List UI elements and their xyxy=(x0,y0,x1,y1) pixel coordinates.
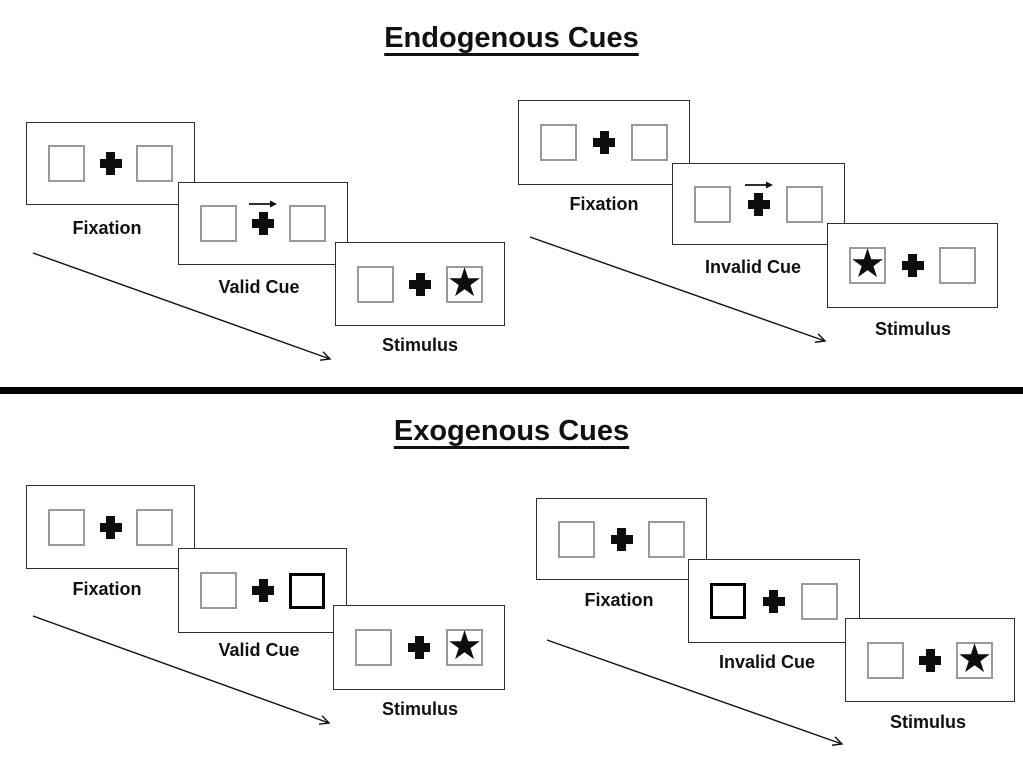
fixation-cross-icon xyxy=(919,648,941,672)
endogenous-valid-cue-screen xyxy=(178,182,348,265)
right-placeholder-box xyxy=(136,508,173,546)
fixation-cross-icon xyxy=(610,527,633,551)
screen-label: Fixation xyxy=(569,194,639,214)
right-placeholder-box xyxy=(648,520,685,558)
fixation-cross-icon xyxy=(99,152,122,175)
exogenous-invalid-stimulus-screen: ★ xyxy=(845,618,1015,702)
exogenous-title-text: Exogenous Cues xyxy=(393,415,630,447)
right-placeholder-box xyxy=(786,185,823,223)
screen-label: Fixation xyxy=(584,590,654,610)
fixation-cross-icon xyxy=(252,579,274,602)
right-placeholder-box: ★ xyxy=(446,259,483,306)
right-arrow-cue-icon xyxy=(249,200,277,208)
right-placeholder-box xyxy=(801,582,838,620)
stimulus-star-icon: ★ xyxy=(956,635,993,682)
screen-label: Fixation xyxy=(72,218,142,238)
right-placeholder-box: ★ xyxy=(446,623,483,669)
left-placeholder-box xyxy=(357,265,394,303)
timeline-arrow-endogenous-valid xyxy=(32,252,330,359)
left-placeholder-box xyxy=(200,205,237,242)
endogenous-invalid-stimulus-screen: ★ xyxy=(827,223,998,308)
left-placeholder-box xyxy=(558,520,595,558)
right-arrow-cue-icon xyxy=(744,181,773,188)
left-placeholder-box xyxy=(48,145,85,182)
left-placeholder-box xyxy=(200,572,237,609)
fixation-cross-icon xyxy=(409,272,431,296)
left-placeholder-box xyxy=(48,508,85,546)
screen-label: Valid Cue xyxy=(218,277,300,297)
fixation-cross-icon xyxy=(249,200,277,235)
endogenous-invalid-cue-screen xyxy=(672,163,845,245)
exogenous-valid-stimulus-screen: ★ xyxy=(333,605,505,690)
right-placeholder-box: ★ xyxy=(956,635,993,682)
screen-label: Stimulus xyxy=(381,335,459,355)
endogenous-invalid-fixation-screen xyxy=(518,100,690,185)
screen-label: Stimulus xyxy=(889,712,967,732)
fixation-cross-icon xyxy=(99,515,122,539)
screen-label: Valid Cue xyxy=(218,640,300,660)
endogenous-title-text: Endogenous Cues xyxy=(384,22,639,54)
screen-label: Fixation xyxy=(72,579,142,599)
right-placeholder-box xyxy=(136,145,173,182)
exogenous-invalid-fixation-screen xyxy=(536,498,707,580)
left-placeholder-box xyxy=(867,641,904,679)
stimulus-star-icon: ★ xyxy=(446,259,483,306)
endogenous-section-title: Endogenous Cues xyxy=(0,22,1023,55)
exogenous-valid-fixation-screen xyxy=(26,485,195,569)
endogenous-valid-fixation-screen xyxy=(26,122,195,205)
screen-label: Invalid Cue xyxy=(704,257,802,277)
stimulus-star-icon: ★ xyxy=(446,623,483,669)
right-placeholder-box xyxy=(939,247,976,284)
right-placeholder-box xyxy=(631,124,668,161)
fixation-cross-icon xyxy=(744,181,773,216)
timeline-arrow-endogenous-invalid xyxy=(529,236,825,341)
left-highlighted-cue-box xyxy=(710,583,746,619)
fixation-cross-icon xyxy=(762,589,785,613)
left-placeholder-box xyxy=(355,629,392,666)
endogenous-valid-stimulus-screen: ★ xyxy=(335,242,505,326)
exogenous-section-title: Exogenous Cues xyxy=(0,415,1023,448)
fixation-cross-icon xyxy=(901,254,924,277)
left-placeholder-box xyxy=(540,124,577,161)
fixation-cross-icon xyxy=(408,636,430,659)
exogenous-invalid-cue-screen xyxy=(688,559,860,643)
right-highlighted-cue-box xyxy=(289,572,325,609)
section-divider xyxy=(0,387,1023,394)
screen-label: Stimulus xyxy=(381,699,459,719)
stimulus-star-icon: ★ xyxy=(849,241,886,287)
screen-label: Stimulus xyxy=(874,319,952,339)
screen-label: Invalid Cue xyxy=(718,652,816,672)
left-placeholder-box: ★ xyxy=(849,241,886,287)
fixation-cross-icon xyxy=(593,131,615,154)
exogenous-valid-cue-screen xyxy=(178,548,347,633)
right-placeholder-box xyxy=(289,205,326,242)
left-placeholder-box xyxy=(694,185,731,223)
